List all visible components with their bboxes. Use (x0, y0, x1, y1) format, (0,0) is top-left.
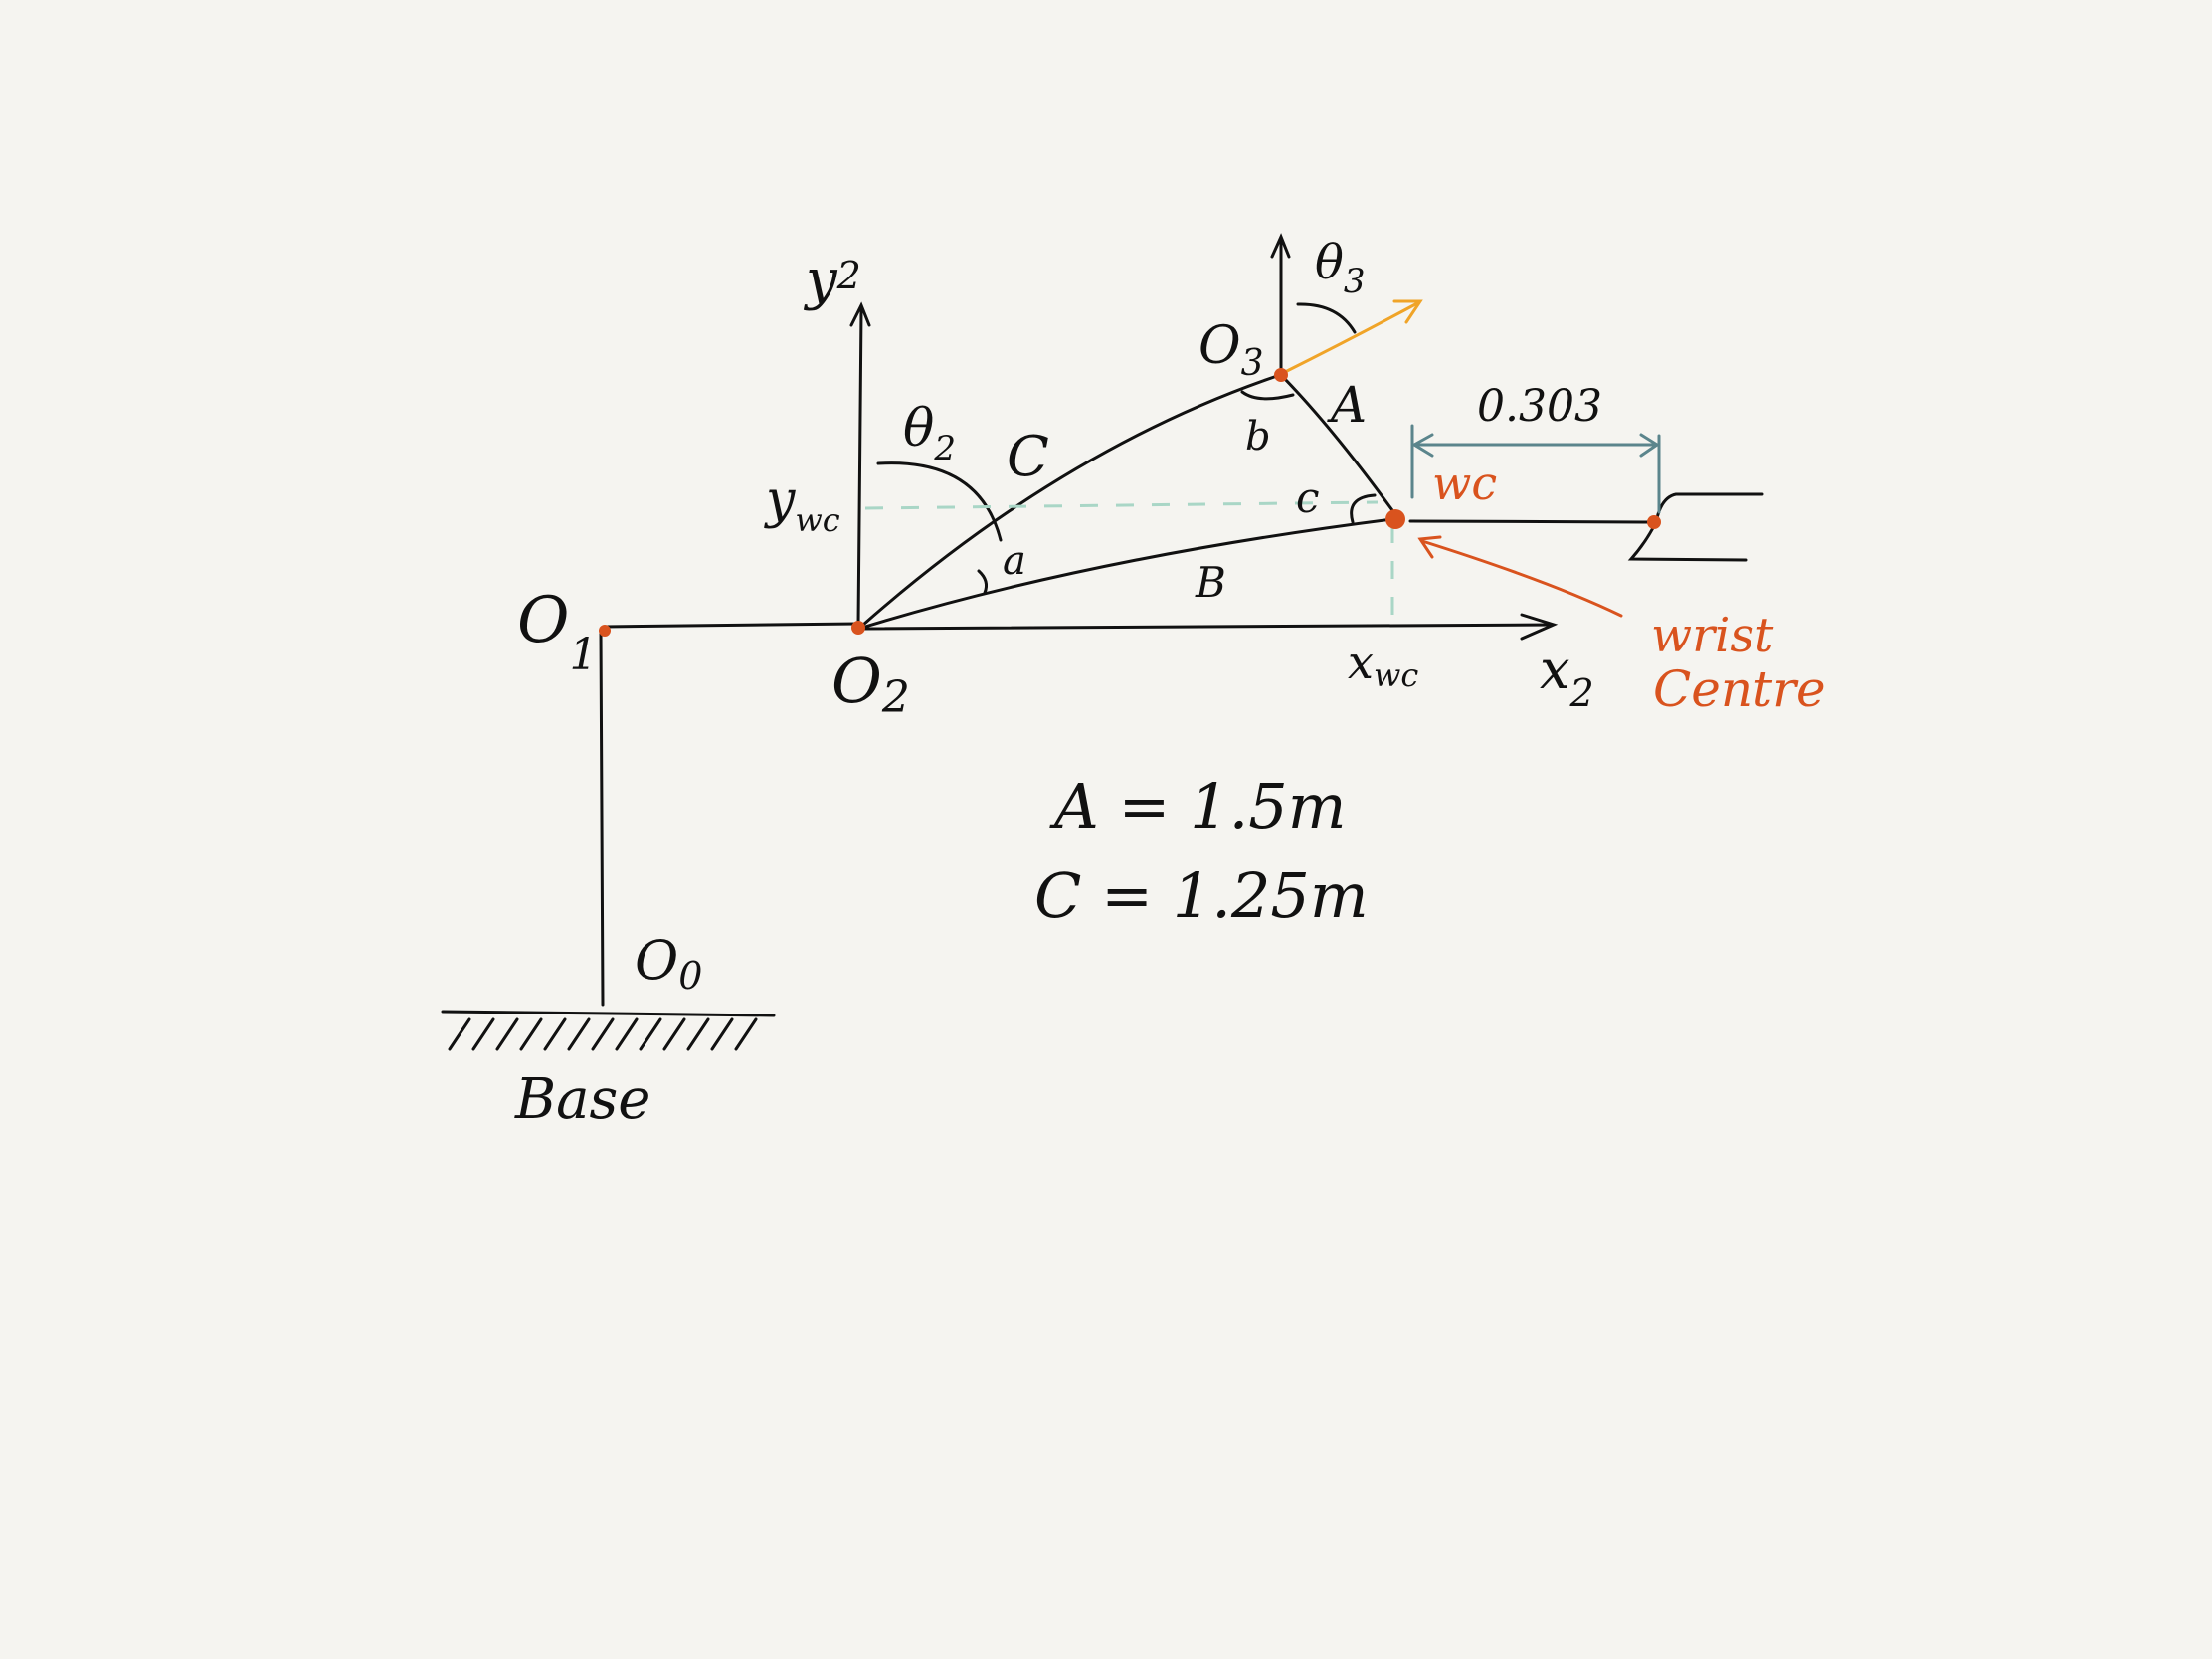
label-side-a: A (1327, 376, 1367, 434)
theta2-arc (876, 461, 1003, 542)
link-c (861, 373, 1282, 627)
link-o1-o2 (602, 622, 859, 629)
label-theta3: θ3 (1315, 235, 1366, 301)
label-o2: O2 (831, 645, 910, 723)
guide-lines (864, 500, 1394, 619)
label-x2: x2 (1540, 639, 1594, 715)
equation-c: C = 1.25m (1034, 859, 1369, 932)
z3-arrowhead (1270, 233, 1291, 259)
angle-b-arc (1240, 390, 1295, 401)
label-o3: O3 (1198, 316, 1264, 384)
link-to-gripper (1408, 519, 1658, 524)
gripper-dot (1647, 515, 1661, 529)
wrist-centre-dot (1385, 509, 1405, 529)
label-wrist: wrist (1651, 608, 1774, 663)
joint-o2-dot (851, 621, 865, 635)
label-wc: wc (1432, 457, 1497, 510)
dimension-indicator (1410, 424, 1661, 514)
label-theta2: θ2 (903, 399, 956, 468)
wrist-centre-pointer (1417, 535, 1623, 618)
dimension-label: 0.303 (1477, 381, 1602, 432)
label-y2: y2 (803, 248, 861, 312)
joint-dots (599, 368, 1661, 637)
label-centre: Centre (1653, 660, 1826, 718)
label-side-c: C (1007, 425, 1049, 489)
x2-axis (858, 623, 1554, 631)
label-ywc: ywc (764, 470, 840, 539)
base-link (599, 629, 605, 1007)
label-o1: O1 (517, 584, 597, 680)
label-o0: O0 (635, 929, 702, 998)
label-base: Base (514, 1067, 650, 1132)
ground (441, 1010, 776, 1051)
y2-arrowhead (849, 301, 871, 327)
link-b (863, 517, 1394, 629)
label-angle-c: c (1296, 473, 1320, 522)
joint-o1-dot (599, 625, 611, 637)
angle-a-arc (977, 569, 988, 595)
label-xwc: xwc (1348, 636, 1418, 694)
joint-o3-dot (1274, 368, 1288, 382)
theta3-arc (1296, 302, 1357, 334)
label-angle-a: a (1003, 538, 1026, 584)
x2-arrowhead (1520, 613, 1559, 641)
theta3-direction-arrow (1281, 299, 1423, 375)
link-a (1279, 373, 1399, 519)
label-angle-b: b (1245, 414, 1271, 460)
label-side-b: B (1195, 558, 1226, 607)
angle-c-arc (1350, 493, 1377, 524)
y2-axis (856, 308, 863, 627)
equation-a: A = 1.5m (1049, 770, 1347, 842)
